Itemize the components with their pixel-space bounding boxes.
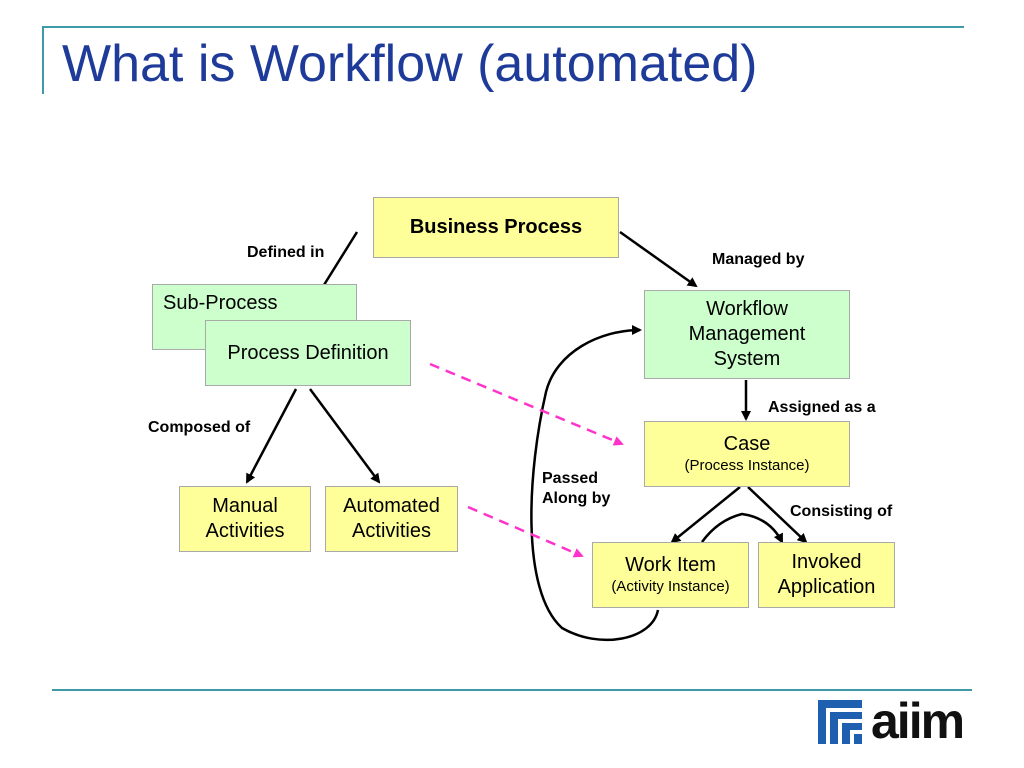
label-managed-by: Managed by <box>712 251 805 268</box>
invoked-application-line-1: Invoked <box>791 551 862 573</box>
aiim-logo: aiim <box>818 693 970 749</box>
case-sublabel: (Process Instance) <box>684 457 810 475</box>
sub-process-label: Sub-Process <box>163 292 278 314</box>
wfms-line-2: Management <box>688 323 806 345</box>
title-frame-vertical-rule <box>42 26 44 94</box>
aiim-logo-icon <box>818 700 862 744</box>
arrow-case-to-invoked-app <box>747 486 808 544</box>
sub-process-box: Sub-Process <box>152 284 357 350</box>
label-defined-in: Defined in <box>247 244 325 261</box>
manual-activities-box: Manual Activities <box>179 486 311 552</box>
bottom-rule <box>52 689 972 691</box>
wfms-line-1: Workflow <box>706 298 788 320</box>
process-definition-box: Process Definition <box>205 320 411 386</box>
arrow-work-item-to-invoked-app <box>700 512 784 544</box>
automated-activities-box: Automated Activities <box>325 486 458 552</box>
manual-activities-line-2: Activities <box>205 520 285 542</box>
invoked-application-box: Invoked Application <box>758 542 895 608</box>
work-item-label: Work Item <box>625 554 716 577</box>
case-label: Case <box>723 433 771 456</box>
arrow-bp-to-wfms <box>619 230 698 288</box>
work-item-sublabel: (Activity Instance) <box>611 578 730 596</box>
arrow-case-to-work-item <box>670 486 741 544</box>
dashed-arrow-automated-to-work-item <box>467 505 584 558</box>
aiim-logo-wordmark: aiim <box>871 693 965 749</box>
arrow-pd-to-manual <box>245 388 298 484</box>
automated-activities-line-2: Activities <box>352 520 431 542</box>
title-frame-horizontal-rule <box>42 26 964 28</box>
business-process-label: Business Process <box>409 216 583 238</box>
automated-activities-line-1: Automated <box>343 495 440 517</box>
business-process-box: Business Process <box>373 197 619 258</box>
label-composed-of: Composed of <box>148 419 251 436</box>
label-passed-along-by-line-1: Passed <box>542 470 599 487</box>
wfms-line-3: System <box>713 348 781 370</box>
case-box: Case (Process Instance) <box>644 421 850 487</box>
arrow-passed-along-loop <box>530 325 660 642</box>
workflow-management-system-box: Workflow Management System <box>644 290 850 379</box>
label-passed-along-by: Passed Along by <box>542 469 610 509</box>
invoked-application-line-2: Application <box>777 576 876 598</box>
work-item-box: Work Item (Activity Instance) <box>592 542 749 608</box>
arrow-pd-to-automated <box>308 388 381 484</box>
slide-title: What is Workflow (automated) <box>62 35 758 93</box>
label-passed-along-by-line-2: Along by <box>542 490 611 507</box>
process-definition-label: Process Definition <box>227 341 389 364</box>
label-assigned-as-a: Assigned as a <box>768 399 876 416</box>
dashed-arrow-pd-to-case <box>429 362 624 446</box>
label-consisting-of: Consisting of <box>790 503 893 520</box>
manual-activities-line-1: Manual <box>212 495 278 517</box>
